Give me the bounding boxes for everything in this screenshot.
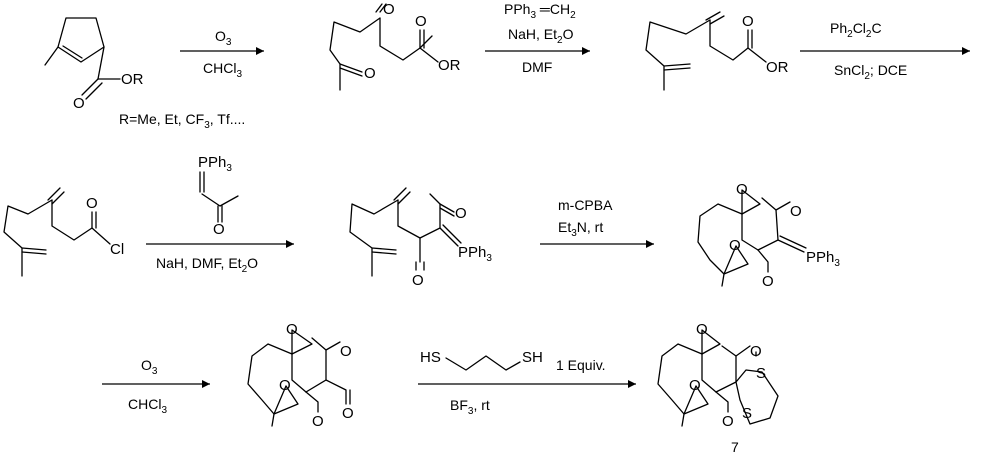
atom-pph3: PPh3 bbox=[198, 154, 232, 174]
reagent-et3n: Et3N, rt bbox=[558, 219, 603, 239]
atom-o: O bbox=[73, 95, 85, 112]
compound-cyclopentene-ester: O OR R=Me, Et, CF3, Tf.... bbox=[44, 17, 245, 131]
reagent-ozone: O3 bbox=[215, 28, 232, 48]
atom-o: O bbox=[455, 205, 467, 222]
solvent-chcl3: CHCl3 bbox=[203, 60, 242, 80]
compound-bis-epoxide-trione: O O O O O bbox=[247, 321, 354, 430]
atom-or: OR bbox=[766, 59, 789, 76]
atom-o: O bbox=[213, 221, 225, 238]
atom-o: O bbox=[412, 272, 424, 289]
reaction-arrow-6: O3 CHCl3 bbox=[102, 357, 210, 416]
reagent-ozone: O3 bbox=[141, 357, 158, 377]
reaction-arrow-5: m-CPBA Et3N, rt bbox=[540, 197, 654, 248]
atom-pph3: PPh3 bbox=[458, 244, 492, 264]
atom-o: O bbox=[790, 203, 802, 220]
atom-o: O bbox=[722, 413, 734, 430]
atom-or: OR bbox=[438, 57, 461, 74]
atom-o: O bbox=[415, 13, 427, 30]
atom-o: O bbox=[86, 195, 98, 212]
atom-o: O bbox=[750, 343, 762, 360]
compound-diene-ester: O OR bbox=[645, 11, 789, 91]
compound-ylide: O O PPh3 bbox=[349, 187, 492, 289]
reaction-arrow-2: PPh3 ═CH2 NaH, Et2O DMF bbox=[485, 1, 590, 75]
reagent-bf3: BF3, rt bbox=[450, 397, 490, 417]
atom-o: O bbox=[279, 377, 291, 394]
atom-or: OR bbox=[121, 71, 144, 88]
atom-o: O bbox=[364, 65, 376, 82]
atom-o: O bbox=[762, 273, 774, 290]
compound-acid-chloride: O Cl bbox=[3, 187, 124, 277]
atom-o: O bbox=[286, 321, 298, 338]
atom-o: O bbox=[729, 237, 741, 254]
compound-bis-epoxide-ylide: O O O O PPh3 bbox=[697, 181, 840, 290]
reagent-nah: NaH, Et2O bbox=[508, 26, 574, 46]
atom-o: O bbox=[736, 181, 748, 198]
reaction-arrow-3: Ph2Cl2C SnCl2; DCE bbox=[800, 20, 970, 82]
reaction-arrow-7: HS SH 1 Equiv. BF3, rt bbox=[418, 349, 636, 417]
reagent-mcpba: m-CPBA bbox=[558, 197, 613, 213]
atom-o: O bbox=[689, 377, 701, 394]
compound-diketo-ester: O O O OR bbox=[329, 1, 461, 91]
substituent-note: R=Me, Et, CF3, Tf.... bbox=[119, 111, 245, 131]
equivalents-note: 1 Equiv. bbox=[556, 357, 606, 373]
atom-o: O bbox=[742, 13, 754, 30]
reagent-nah-dmf: NaH, DMF, Et2O bbox=[156, 255, 258, 275]
atom-s: S bbox=[742, 405, 752, 422]
solvent-chcl3: CHCl3 bbox=[128, 396, 167, 416]
atom-o: O bbox=[696, 321, 708, 338]
compound-7-dithiane: O O O O S S 7 bbox=[657, 321, 779, 455]
atom-sh: SH bbox=[522, 349, 543, 366]
atom-s: S bbox=[756, 365, 766, 382]
solvent-dmf: DMF bbox=[522, 59, 552, 75]
reagent-sncl2: SnCl2; DCE bbox=[834, 62, 907, 82]
atom-hs: HS bbox=[420, 349, 441, 366]
atom-o: O bbox=[383, 1, 395, 18]
atom-pph3: PPh3 bbox=[806, 249, 840, 269]
atom-o: O bbox=[342, 405, 354, 422]
reaction-arrow-4: PPh3 O NaH, DMF, Et2O bbox=[146, 154, 294, 275]
atom-o: O bbox=[312, 413, 324, 430]
reagent-ph2cl2c: Ph2Cl2C bbox=[830, 20, 882, 40]
reagent-wittig: PPh3 ═CH2 bbox=[504, 1, 576, 21]
atom-o: O bbox=[340, 343, 352, 360]
reaction-arrow-1: O3 CHCl3 bbox=[180, 28, 264, 80]
atom-cl: Cl bbox=[110, 241, 124, 258]
compound-number: 7 bbox=[731, 439, 739, 455]
